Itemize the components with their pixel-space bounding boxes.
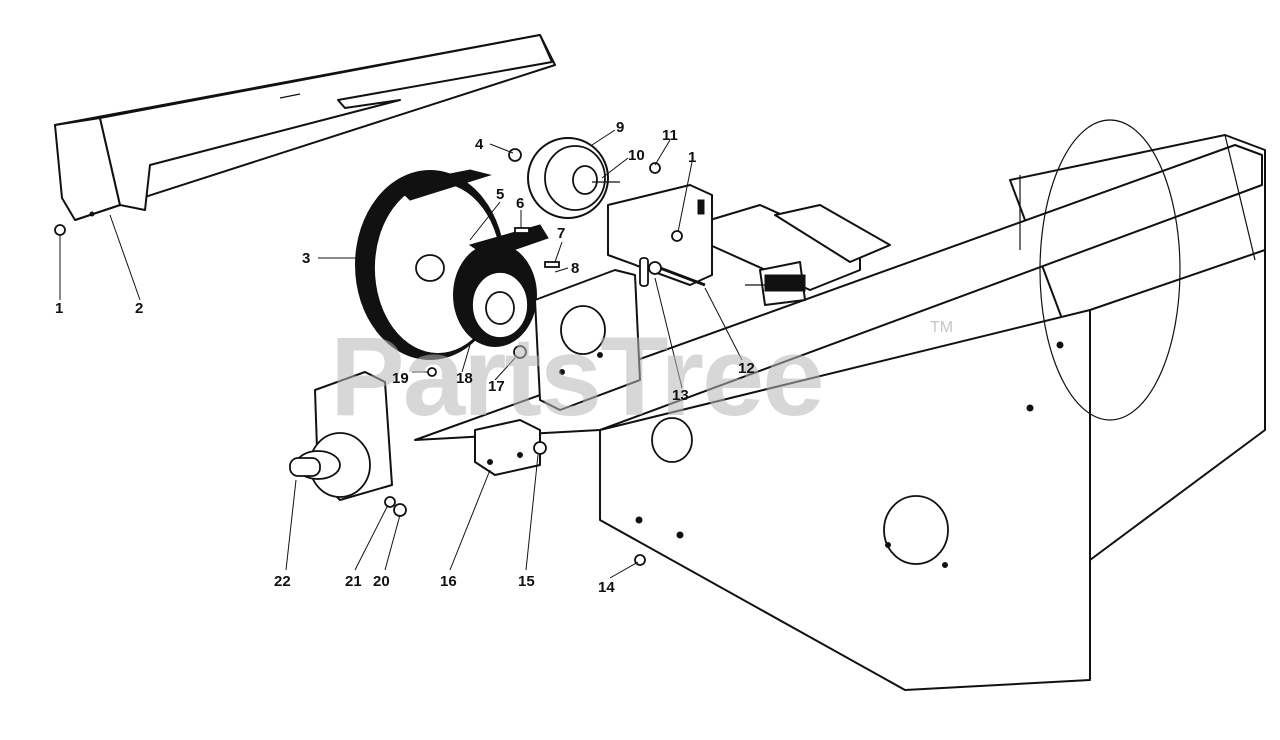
callout-17: 17 [488,378,505,395]
callout-14: 14 [598,579,615,596]
belt-cover [54,34,556,221]
callout-8: 8 [571,260,579,277]
trademark-mark: TM [930,319,953,336]
idler-pulley [527,137,620,219]
callout-9: 9 [616,119,624,136]
callout-22: 22 [274,573,291,590]
callout-3: 3 [302,250,310,267]
callout-7: 7 [557,225,565,242]
mounting-plate [474,419,541,476]
callout-11: 11 [662,127,678,144]
callout-5: 5 [496,186,504,203]
bearing-bracket [534,269,641,411]
callout-numbers: 1 2 3 4 5 6 7 8 9 10 11 1 12 13 14 15 16… [55,119,755,596]
callout-19: 19 [392,370,409,387]
callout-4: 4 [475,136,484,153]
callout-1: 1 [55,300,63,317]
hardware [54,148,806,566]
leader-lines [59,129,743,579]
watermark: PartsTree [330,314,823,439]
callout-2: 2 [135,300,143,317]
callout-20: 20 [373,573,390,590]
gear-box [289,371,393,501]
pulley-bracket [607,184,713,286]
callout-16: 16 [440,573,457,590]
callout-15: 15 [518,573,535,590]
callout-18: 18 [456,370,473,387]
callout-13: 13 [672,387,689,404]
callout-12: 12 [738,360,755,377]
callout-1b: 1 [688,149,696,166]
callout-21: 21 [345,573,362,590]
callout-6: 6 [516,195,524,212]
callout-10: 10 [628,147,645,164]
